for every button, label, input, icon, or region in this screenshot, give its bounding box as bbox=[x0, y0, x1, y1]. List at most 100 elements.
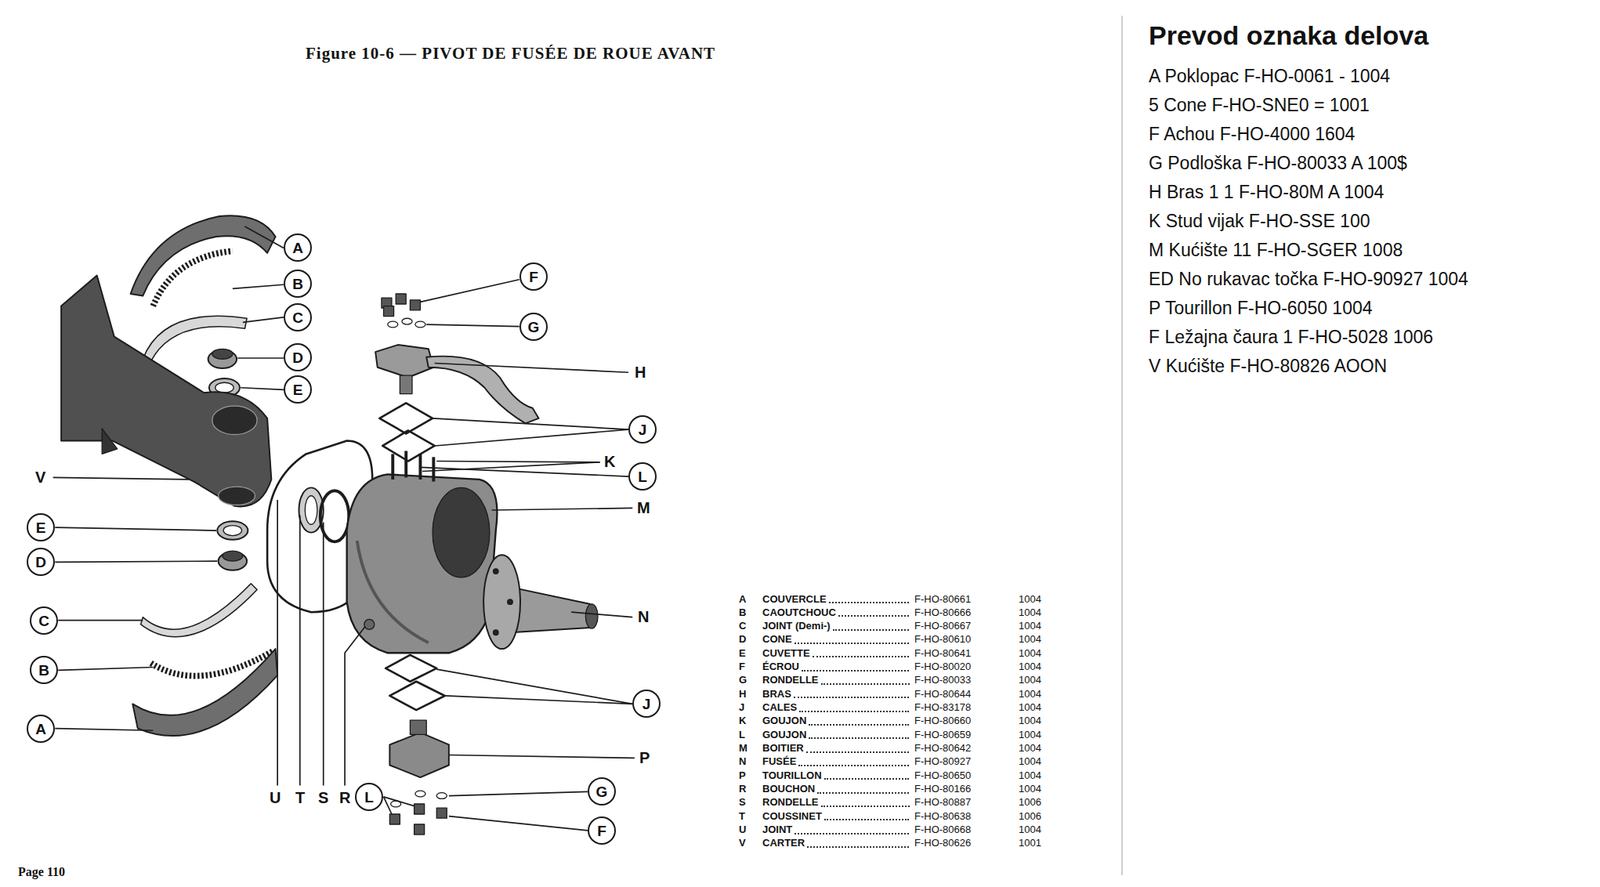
dot-leader bbox=[807, 846, 909, 848]
callout-circle: A bbox=[26, 714, 55, 743]
page-number: Page 110 bbox=[18, 865, 66, 880]
table-code: F-HO-80650 bbox=[914, 769, 971, 782]
callout-letter: D bbox=[35, 554, 47, 570]
table-letter: E bbox=[738, 647, 746, 659]
table-letter: N bbox=[738, 755, 746, 768]
table-name: BOITIER bbox=[762, 742, 804, 754]
table-code: F-HO-80166 bbox=[914, 782, 971, 795]
table-number: 1004 bbox=[1018, 823, 1042, 836]
table-code: F-HO-80641 bbox=[914, 647, 971, 659]
callout-letter: G bbox=[528, 319, 540, 335]
table-letter: H bbox=[738, 687, 746, 700]
dot-leader bbox=[794, 832, 909, 835]
table-name: JOINT (Demi-) bbox=[762, 619, 831, 632]
table-number: 1001 bbox=[1018, 836, 1042, 849]
panel-heading: Prevod oznaka delova bbox=[1148, 20, 1429, 51]
table-code: F-HO-80887 bbox=[914, 796, 971, 808]
callout-circle: L bbox=[628, 462, 657, 491]
panel-line: V Kućište F-HO-80826 AOON bbox=[1148, 355, 1387, 377]
dot-leader bbox=[806, 751, 909, 753]
table-name: BOUCHON bbox=[762, 782, 815, 795]
part-letter: T bbox=[295, 789, 305, 808]
table-letter: M bbox=[738, 742, 748, 754]
panel-line: A Poklopac F-HO-0061 - 1004 bbox=[1148, 65, 1391, 87]
table-number: 1006 bbox=[1018, 796, 1042, 808]
dot-leader bbox=[808, 737, 909, 739]
part-letter: P bbox=[639, 749, 650, 768]
table-name: GOUJON bbox=[762, 728, 807, 741]
table-number: 1004 bbox=[1018, 769, 1042, 782]
table-name: TOURILLON bbox=[762, 769, 822, 782]
dot-leader bbox=[817, 792, 909, 794]
table-number: 1004 bbox=[1018, 714, 1042, 727]
panel-line: G Podloška F-HO-80033 A 100$ bbox=[1148, 152, 1408, 174]
table-code: F-HO-80610 bbox=[914, 633, 971, 645]
table-name: RONDELLE bbox=[762, 796, 819, 808]
callout-circle: C bbox=[29, 606, 58, 635]
callout-letter: B bbox=[38, 662, 50, 678]
table-code: F-HO-80626 bbox=[914, 836, 971, 849]
table-letter: F bbox=[738, 660, 746, 673]
table-number: 1004 bbox=[1018, 701, 1042, 714]
dot-leader bbox=[801, 669, 909, 672]
table-letter: L bbox=[738, 728, 746, 741]
callout-letter: C bbox=[292, 310, 304, 326]
dot-leader bbox=[793, 696, 909, 699]
table-code: F-HO-80642 bbox=[914, 742, 971, 754]
table-name: COUSSINET bbox=[762, 810, 822, 822]
table-code: F-HO-80927 bbox=[914, 755, 971, 768]
panel-line: 5 Cone F-HO-SNE0 = 1001 bbox=[1148, 94, 1370, 116]
table-number: 1004 bbox=[1018, 687, 1042, 700]
table-letter: T bbox=[738, 810, 746, 822]
table-number: 1006 bbox=[1018, 810, 1042, 822]
table-letter: J bbox=[738, 701, 745, 714]
table-number: 1004 bbox=[1018, 633, 1042, 645]
table-letter: U bbox=[738, 823, 746, 836]
table-number: 1004 bbox=[1018, 647, 1042, 659]
part-letter: N bbox=[637, 608, 649, 627]
table-number: 1004 bbox=[1018, 660, 1042, 673]
table-number: 1004 bbox=[1018, 728, 1042, 741]
table-code: F-HO-80644 bbox=[914, 687, 971, 700]
part-letter: S bbox=[318, 789, 329, 808]
part-letter: K bbox=[604, 452, 616, 471]
callout-circle: G bbox=[519, 312, 548, 341]
table-name: FUSÉE bbox=[762, 755, 797, 768]
callout-letter: A bbox=[292, 240, 304, 256]
table-name: JOINT bbox=[762, 823, 793, 836]
dot-leader bbox=[812, 655, 909, 658]
dot-leader bbox=[824, 818, 909, 821]
callout-circle: J bbox=[628, 415, 657, 444]
callout-letter: C bbox=[38, 613, 50, 629]
dot-leader bbox=[838, 615, 909, 617]
callout-letter: J bbox=[638, 422, 648, 438]
table-number: 1004 bbox=[1018, 755, 1042, 768]
dot-leader bbox=[824, 778, 909, 780]
table-number: 1004 bbox=[1018, 606, 1042, 619]
callout-circle: C bbox=[283, 303, 312, 332]
dot-leader bbox=[828, 601, 909, 604]
table-name: CARTER bbox=[762, 836, 805, 849]
part-letter: V bbox=[35, 468, 46, 487]
callout-letter: F bbox=[597, 823, 607, 839]
callout-letter: F bbox=[528, 269, 539, 285]
table-code: F-HO-80667 bbox=[914, 619, 971, 632]
table-code: F-HO-80666 bbox=[914, 606, 971, 619]
callout-circle: G bbox=[587, 777, 616, 806]
callout-circle: F bbox=[587, 816, 616, 845]
part-letter: U bbox=[269, 789, 281, 808]
table-code: F-HO-83178 bbox=[914, 701, 971, 714]
callout-circle: J bbox=[632, 689, 661, 718]
callout-letter: E bbox=[293, 382, 304, 398]
table-letter: S bbox=[738, 796, 746, 808]
dot-leader bbox=[798, 764, 909, 767]
table-number: 1004 bbox=[1018, 593, 1042, 605]
callout-letter: A bbox=[35, 721, 47, 737]
table-name: CALES bbox=[762, 701, 797, 714]
callout-letter: B bbox=[292, 276, 304, 292]
table-number: 1004 bbox=[1018, 742, 1042, 754]
table-letter: G bbox=[738, 673, 747, 686]
table-letter: B bbox=[738, 606, 746, 619]
panel-line: F Ležajna čaura 1 F-HO-5028 1006 bbox=[1148, 326, 1434, 348]
